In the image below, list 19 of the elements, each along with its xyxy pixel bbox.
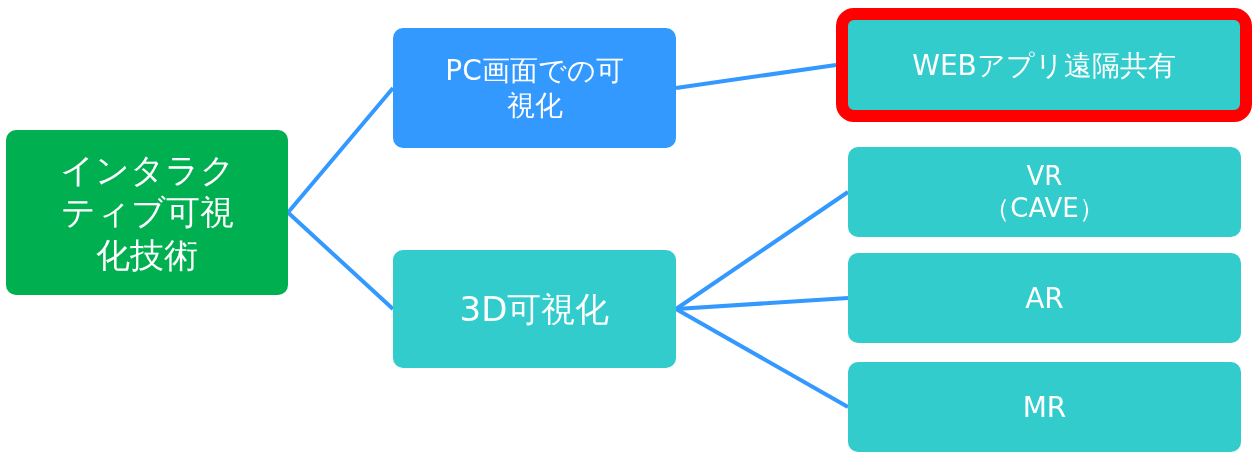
box-label: WEBアプリ遠隔共有 [912, 47, 1176, 83]
category-box [393, 250, 676, 368]
highlighted-box [836, 8, 1252, 122]
box-label: AR [1025, 280, 1064, 316]
box-label: PC画面での可視化 [444, 53, 625, 123]
connector-line [286, 86, 395, 214]
category-box [393, 28, 676, 148]
box-label: 3D可視化 [459, 287, 610, 331]
box-label: インタラクティブ可視化技術 [58, 148, 236, 277]
connector-line [675, 63, 837, 90]
item-box [848, 362, 1241, 452]
connector-line [286, 211, 395, 311]
connector-line [675, 307, 849, 409]
category-box [6, 130, 288, 295]
item-box [848, 253, 1241, 343]
box-label: MR [1022, 389, 1067, 425]
box-label: VR [1026, 159, 1063, 192]
item-box [848, 147, 1241, 237]
box-label: （CAVE） [984, 192, 1105, 225]
